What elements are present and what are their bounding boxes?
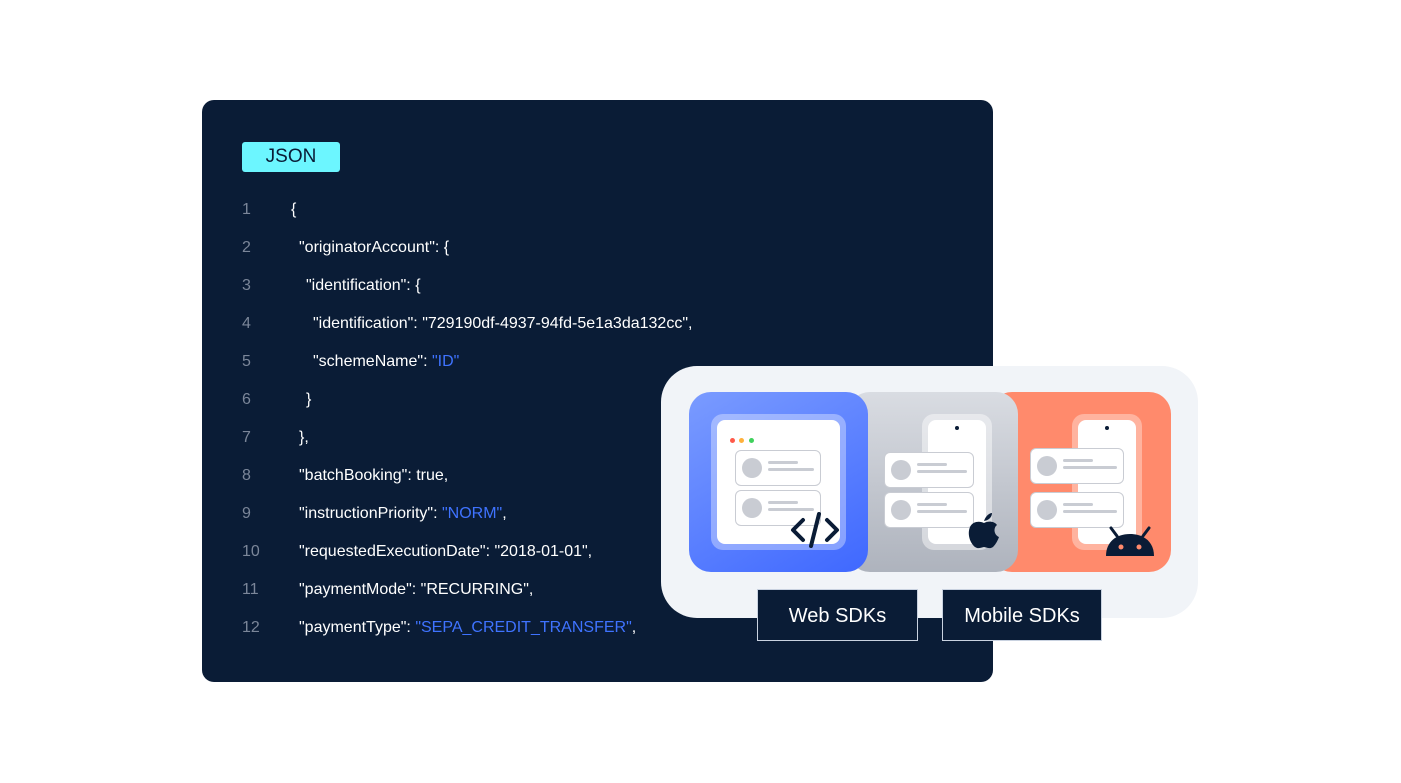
line-number: 6 bbox=[242, 391, 251, 408]
line-number: 3 bbox=[242, 277, 251, 294]
code-line: 6} bbox=[202, 388, 993, 412]
line-number: 9 bbox=[242, 505, 251, 522]
code-token: "paymentMode": "RECURRING", bbox=[299, 581, 534, 598]
code-line: 9 "instructionPriority": "NORM", bbox=[202, 502, 993, 526]
string-value: "ID" bbox=[431, 353, 460, 370]
code-line: 12 "paymentType": "SEPA_CREDIT_TRANSFER", bbox=[202, 616, 993, 640]
code-line: 7}, bbox=[202, 426, 993, 450]
phone-camera bbox=[955, 426, 959, 430]
code-token: { bbox=[291, 201, 297, 218]
code-text: "schemeName": "ID" bbox=[313, 350, 459, 374]
string-value: "NORM" bbox=[441, 505, 503, 522]
code-line: 11 "paymentMode": "RECURRING", bbox=[202, 578, 993, 602]
line-number: 5 bbox=[242, 353, 251, 370]
line-number: 10 bbox=[242, 543, 260, 560]
string-value: "SEPA_CREDIT_TRANSFER" bbox=[415, 619, 632, 636]
list-item bbox=[735, 490, 821, 526]
list-item bbox=[884, 492, 974, 528]
code-line: 10 "requestedExecutionDate": "2018-01-01"… bbox=[202, 540, 993, 564]
code-text: }, bbox=[299, 426, 309, 450]
code-text: "paymentType": "SEPA_CREDIT_TRANSFER", bbox=[299, 616, 636, 640]
code-token: } bbox=[306, 391, 312, 408]
code-token: "requestedExecutionDate": "2018-01-01", bbox=[299, 543, 593, 560]
android-sdk-card bbox=[990, 392, 1171, 572]
code-token: "identification": "729190df-4937-94fd-5e… bbox=[313, 315, 693, 332]
language-badge: JSON bbox=[242, 142, 340, 172]
code-token: "batchBooking": true, bbox=[299, 467, 449, 484]
web-sdks-label: Web SDKs bbox=[757, 589, 918, 641]
code-line: 4 "identification": "729190df-4937-94fd-5… bbox=[202, 312, 993, 336]
browser-window bbox=[717, 420, 840, 544]
code-token: "schemeName": bbox=[313, 353, 432, 370]
code-text: "paymentMode": "RECURRING", bbox=[299, 578, 533, 602]
browser-dots bbox=[730, 430, 754, 448]
code-token: "instructionPriority": bbox=[299, 505, 442, 522]
line-number: 12 bbox=[242, 619, 260, 636]
code-token: , bbox=[502, 505, 507, 522]
code-text: "identification": "729190df-4937-94fd-5e… bbox=[313, 312, 692, 336]
code-line: 3 "identification": { bbox=[202, 274, 993, 298]
code-brackets-icon bbox=[791, 512, 839, 548]
code-line: 5 "schemeName": "ID" bbox=[202, 350, 993, 374]
code-text: "batchBooking": true, bbox=[299, 464, 448, 488]
line-number: 1 bbox=[242, 201, 251, 218]
code-text: "originatorAccount": { bbox=[299, 236, 449, 260]
web-sdk-card bbox=[689, 392, 868, 572]
apple-icon bbox=[968, 513, 999, 549]
code-line: 2 "originatorAccount": { bbox=[202, 236, 993, 260]
ios-sdk-card bbox=[848, 392, 1018, 572]
line-number: 7 bbox=[242, 429, 251, 446]
code-token: "identification": { bbox=[306, 277, 421, 294]
code-token: , bbox=[631, 619, 637, 636]
list-item bbox=[1030, 448, 1124, 484]
android-icon bbox=[1106, 526, 1154, 556]
line-number: 4 bbox=[242, 315, 251, 332]
mobile-sdks-label: Mobile SDKs bbox=[942, 589, 1102, 641]
phone-camera bbox=[1105, 426, 1109, 430]
line-number: 2 bbox=[242, 239, 251, 256]
line-number: 8 bbox=[242, 467, 251, 484]
code-token: "originatorAccount": { bbox=[299, 239, 450, 256]
code-text: "instructionPriority": "NORM", bbox=[299, 502, 507, 526]
code-token: "paymentType": bbox=[299, 619, 416, 636]
code-text: { bbox=[291, 198, 296, 222]
code-text: } bbox=[306, 388, 311, 412]
list-item bbox=[735, 450, 821, 486]
code-text: "identification": { bbox=[306, 274, 421, 298]
code-line: 8 "batchBooking": true, bbox=[202, 464, 993, 488]
line-number: 11 bbox=[242, 581, 259, 598]
code-line: 1{ bbox=[202, 198, 993, 222]
code-token: }, bbox=[299, 429, 309, 446]
code-text: "requestedExecutionDate": "2018-01-01", bbox=[299, 540, 592, 564]
list-item bbox=[1030, 492, 1124, 528]
list-item bbox=[884, 452, 974, 488]
